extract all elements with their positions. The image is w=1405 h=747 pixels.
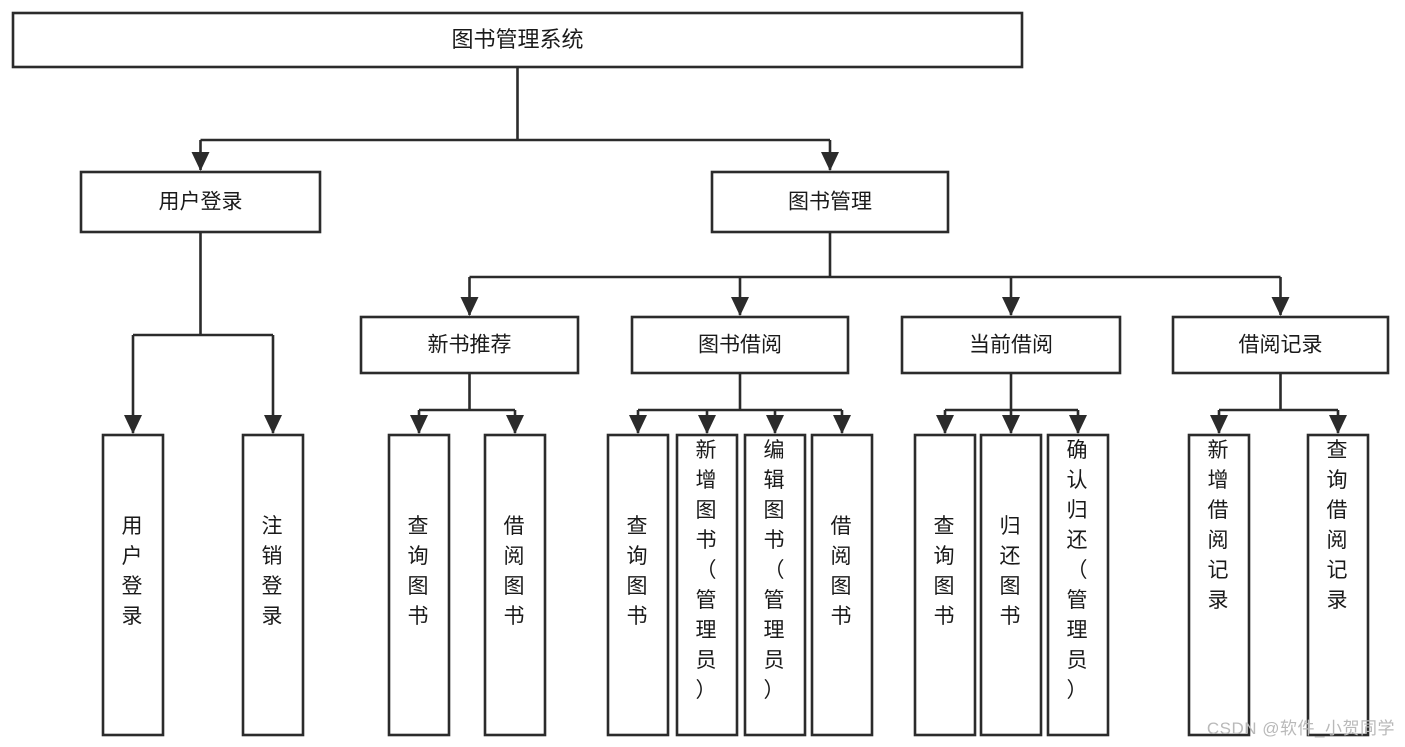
root-node-system-title-label: 图书管理系统 — [451, 27, 583, 52]
leaf-node-5-label: 新增图书（管理员） — [696, 439, 719, 702]
leaf-node-9-box[interactable] — [979, 433, 1043, 737]
leaf-node-6-label: 编辑图书（管理员） — [764, 439, 787, 702]
leaf-node-3-label: 借阅图书 — [504, 515, 527, 628]
level3-node-0[interactable]: 新书推荐 — [359, 315, 580, 375]
level3-node-3[interactable]: 借阅记录 — [1171, 315, 1390, 375]
leaf-node-9[interactable]: 归还图书 — [979, 433, 1043, 737]
leaf-node-4-label: 查询图书 — [627, 515, 650, 628]
level3-node-0-box[interactable] — [359, 315, 580, 375]
leaf-node-9-label: 归还图书 — [1000, 515, 1023, 628]
leaf-node-3[interactable]: 借阅图书 — [483, 433, 547, 737]
arrow-head-icon — [1002, 297, 1020, 316]
leaf-node-10[interactable]: 确认归还（管理员） — [1046, 433, 1110, 737]
arrow-head-icon — [460, 297, 479, 316]
diagram-nodes: 图书管理系统用户登录图书管理新书推荐图书借阅当前借阅借阅记录用户登录注销登录查询… — [11, 11, 1390, 737]
arrow-head-icon — [191, 152, 210, 171]
level2-node-0[interactable]: 用户登录 — [79, 170, 322, 234]
leaf-node-10-box[interactable] — [1046, 433, 1110, 737]
level3-node-2-box[interactable] — [900, 315, 1122, 375]
level3-node-3-label: 借阅记录 — [1239, 334, 1323, 357]
leaf-node-11[interactable]: 新增借阅记录 — [1187, 433, 1251, 737]
level3-node-3-box[interactable] — [1171, 315, 1390, 375]
leaf-node-4-box[interactable] — [606, 433, 670, 737]
level2-node-1-label: 图书管理 — [788, 191, 872, 214]
leaf-node-1-label: 注销登录 — [262, 515, 285, 628]
connector-edges — [124, 67, 1347, 434]
leaf-node-10-label: 确认归还（管理员） — [1067, 439, 1090, 702]
leaf-node-6[interactable]: 编辑图书（管理员） — [743, 433, 807, 737]
arrow-head-icon — [766, 415, 784, 434]
leaf-node-4[interactable]: 查询图书 — [606, 433, 670, 737]
leaf-node-3-box[interactable] — [483, 433, 547, 737]
leaf-node-2-box[interactable] — [387, 433, 451, 737]
leaf-node-2-label: 查询图书 — [408, 515, 431, 628]
arrow-head-icon — [936, 415, 954, 434]
level3-node-1-box[interactable] — [630, 315, 850, 375]
level2-node-0-box[interactable] — [79, 170, 322, 234]
leaf-node-12[interactable]: 查询借阅记录 — [1306, 433, 1370, 737]
arrow-head-icon — [506, 415, 524, 434]
leaf-node-7[interactable]: 借阅图书 — [810, 433, 874, 737]
level3-node-1-label: 图书借阅 — [698, 334, 782, 357]
arrow-head-icon — [698, 415, 716, 434]
level2-node-1-box[interactable] — [710, 170, 950, 234]
arrow-head-icon — [410, 415, 428, 434]
arrow-head-icon — [1069, 415, 1087, 434]
arrow-head-icon — [124, 415, 142, 434]
level2-node-0-label: 用户登录 — [159, 191, 243, 214]
leaf-node-7-label: 借阅图书 — [831, 515, 854, 628]
leaf-node-7-box[interactable] — [810, 433, 874, 737]
leaf-node-12-box[interactable] — [1306, 433, 1370, 737]
leaf-node-2[interactable]: 查询图书 — [387, 433, 451, 737]
level3-node-2[interactable]: 当前借阅 — [900, 315, 1122, 375]
arrow-head-icon — [1002, 415, 1020, 434]
leaf-node-0-box[interactable] — [101, 433, 165, 737]
leaf-node-1-box[interactable] — [241, 433, 305, 737]
leaf-node-5[interactable]: 新增图书（管理员） — [675, 433, 739, 737]
leaf-node-1[interactable]: 注销登录 — [241, 433, 305, 737]
leaf-node-0-label: 用户登录 — [122, 515, 145, 628]
arrow-head-icon — [1271, 297, 1290, 316]
arrow-head-icon — [264, 415, 282, 434]
arrow-head-icon — [1329, 415, 1347, 434]
leaf-node-8-box[interactable] — [913, 433, 977, 737]
arrow-head-icon — [731, 297, 749, 316]
arrow-head-icon — [1210, 415, 1228, 434]
leaf-node-8-label: 查询图书 — [934, 515, 957, 628]
leaf-node-6-box[interactable] — [743, 433, 807, 737]
level3-node-0-label: 新书推荐 — [428, 334, 512, 357]
leaf-node-0[interactable]: 用户登录 — [101, 433, 165, 737]
level2-node-1[interactable]: 图书管理 — [710, 170, 950, 234]
leaf-node-11-label: 新增借阅记录 — [1208, 439, 1231, 612]
leaf-node-11-box[interactable] — [1187, 433, 1251, 737]
arrow-head-icon — [821, 152, 839, 171]
root-node-system-title-box[interactable] — [11, 11, 1024, 69]
leaf-node-12-label: 查询借阅记录 — [1327, 439, 1350, 612]
level3-node-2-label: 当前借阅 — [969, 334, 1053, 357]
csdn-watermark: CSDN @软件_小贺同学 — [1206, 719, 1395, 738]
leaf-node-8[interactable]: 查询图书 — [913, 433, 977, 737]
arrow-head-icon — [629, 415, 647, 434]
arrow-head-icon — [833, 415, 851, 434]
root-node-system-title[interactable]: 图书管理系统 — [11, 11, 1024, 69]
level3-node-1[interactable]: 图书借阅 — [630, 315, 850, 375]
leaf-node-5-box[interactable] — [675, 433, 739, 737]
